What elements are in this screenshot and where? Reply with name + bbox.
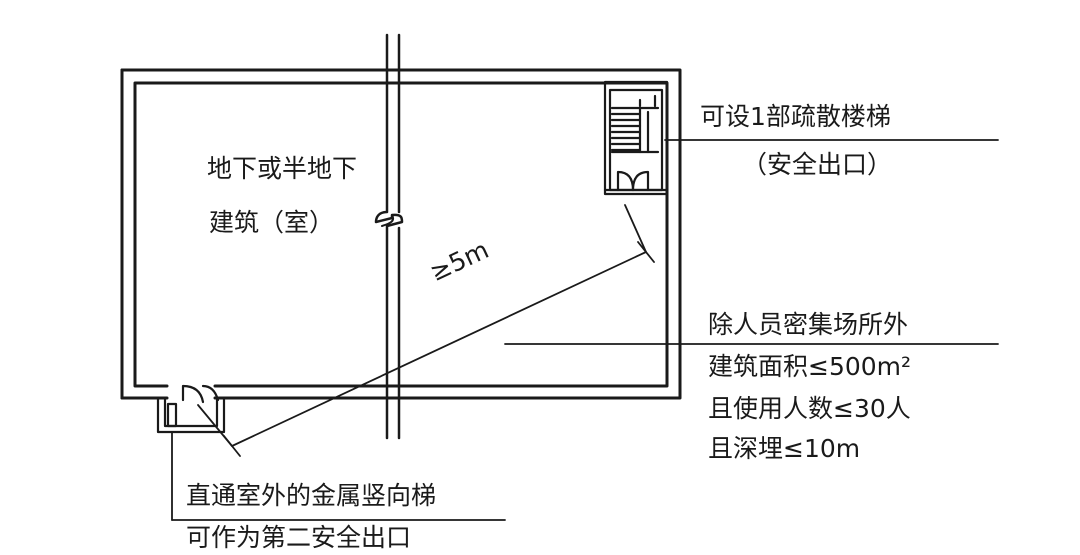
- ladder-label-line2: 可作为第二安全出口: [186, 523, 412, 552]
- metal-ladder: [156, 384, 226, 434]
- condition-label-line3: 且使用人数≤30人: [708, 394, 911, 423]
- condition-label-line4: 且深埋≤10m: [708, 434, 861, 463]
- ladder-label-line1: 直通室外的金属竖向梯: [186, 481, 437, 510]
- stair-label-line2: （安全出口）: [742, 150, 893, 179]
- stair-label-line1: 可设1部疏散楼梯: [700, 102, 891, 131]
- evacuation-stair: [603, 80, 669, 196]
- building-walls: [120, 68, 682, 400]
- break-line: [374, 33, 404, 440]
- room-label-line2: 建筑（室）: [209, 208, 335, 237]
- condition-label-line2: 建筑面积≤500m²: [708, 352, 912, 381]
- room-label-line1: 地下或半地下: [207, 154, 358, 183]
- leader-lines: [171, 139, 999, 521]
- distance-dimension: [197, 204, 655, 457]
- condition-label-line1: 除人员密集场所外: [708, 310, 909, 339]
